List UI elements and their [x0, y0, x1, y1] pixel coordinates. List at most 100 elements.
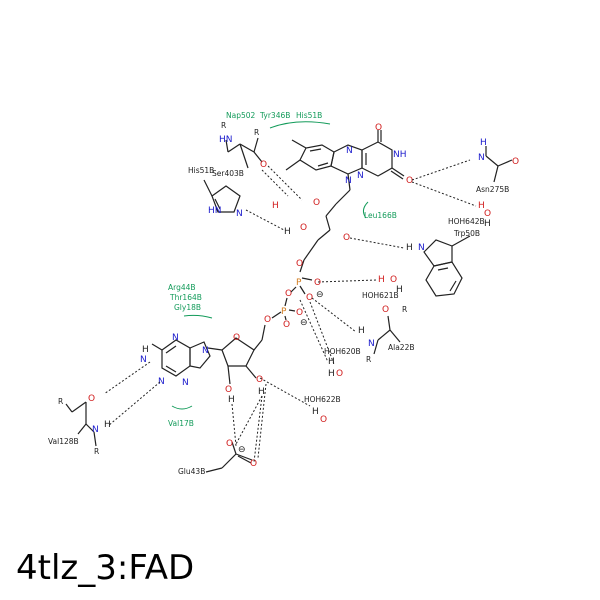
- atom-n9-adenine: N: [202, 346, 209, 356]
- atom-n10: N: [345, 176, 352, 186]
- water-asn-o2: O: [484, 209, 491, 219]
- label-gly18: Gly18B: [174, 303, 201, 312]
- water-asn-h: H: [484, 219, 491, 229]
- residue-ala22: [373, 315, 401, 355]
- label-glu43: Glu43B: [178, 467, 205, 476]
- his51-nh: HN: [208, 206, 222, 216]
- trp50-h: H: [406, 243, 413, 253]
- water-621-o: O: [390, 275, 397, 285]
- label-val128: Val128B: [48, 437, 79, 446]
- ser403-og: H: [272, 201, 279, 211]
- residue-his51-left: [203, 179, 241, 213]
- water-621-h: H: [378, 275, 385, 285]
- water-620-o: O: [336, 369, 343, 379]
- ribose-ring: [207, 337, 263, 385]
- atom-o4: O: [375, 123, 382, 133]
- atom-o2-ribityl: O: [313, 198, 320, 208]
- atom-o-p2b: O: [283, 320, 290, 330]
- ser403-r-right: R: [254, 128, 259, 137]
- val128-n: N: [92, 425, 99, 435]
- label-ser403: Ser403B: [212, 169, 244, 178]
- label-hoh642: HOH642B: [448, 217, 485, 226]
- atom-nh2-adenine: N: [140, 355, 147, 365]
- arc-arg44: [183, 314, 213, 319]
- atom-o5-ribityl: O: [296, 259, 303, 269]
- water-622-h: H: [312, 407, 319, 417]
- label-trp50: Trp50B: [453, 229, 480, 238]
- label-ala22: Ala22B: [388, 343, 415, 352]
- ser403-r-top: R: [221, 121, 226, 130]
- asn275-n: N: [478, 153, 485, 163]
- residue-trp50: [423, 235, 471, 297]
- atom-n7-adenine: N: [172, 333, 179, 343]
- label-arg44: Arg44B: [168, 283, 196, 292]
- residue-val128: [65, 401, 97, 447]
- phosphate-bonds: [261, 277, 313, 341]
- label-thr164: Thr164B: [169, 293, 202, 302]
- arc-leu166: [362, 201, 369, 219]
- atom-o-p1a: O: [314, 278, 321, 288]
- atom-h-o2: H: [228, 395, 235, 405]
- atom-n3-adenine: N: [182, 378, 189, 388]
- residue-glu43: [205, 441, 253, 473]
- asn275-o: O: [512, 157, 519, 167]
- atom-n5: N: [346, 146, 353, 156]
- glu43-o2: O: [250, 459, 257, 469]
- trp50-n: N: [418, 243, 425, 253]
- atom-p2: P: [281, 307, 287, 317]
- atom-n1: N: [357, 171, 364, 181]
- ala22-r: R: [402, 305, 407, 314]
- glu43-minus: ⊖: [238, 445, 246, 455]
- atom-o-p2a: O: [296, 308, 303, 318]
- label-his51-left: His51B: [188, 166, 214, 175]
- atom-o5-ribose: O: [264, 315, 271, 325]
- water-621-h2: H: [396, 285, 403, 295]
- atom-n3h: NH: [393, 150, 407, 160]
- ala22-r2: R: [366, 355, 371, 364]
- minus-p2: ⊖: [300, 318, 308, 328]
- atom-o4-ribose: O: [233, 333, 240, 343]
- ser403-nh: HN: [219, 135, 233, 145]
- atom-p1: P: [296, 278, 302, 288]
- label-hoh620: HOH620B: [324, 347, 361, 356]
- water-asn-o: H: [478, 201, 485, 211]
- label-hoh622: HOH622B: [304, 395, 341, 404]
- atom-o-p1b: O: [306, 293, 313, 303]
- val128-h: H: [104, 420, 111, 430]
- water-620-h: H: [328, 357, 335, 367]
- his51-ne: N: [236, 209, 243, 219]
- atom-o3-ribityl: O: [300, 223, 307, 233]
- adenine-ring: [151, 339, 211, 377]
- label-tyr346: Tyr346B: [259, 111, 290, 120]
- isoalloxazine-ring: [285, 130, 405, 191]
- label-leu166: Leu166B: [364, 211, 397, 220]
- minus-p1: ⊖: [316, 290, 324, 300]
- val128-o: O: [88, 394, 95, 404]
- atom-h-o3: H: [284, 227, 291, 237]
- water-622-o: O: [320, 415, 327, 425]
- atom-n1-adenine: N: [158, 377, 165, 387]
- ser403-o: O: [260, 160, 267, 170]
- atom-o2: O: [406, 176, 413, 186]
- label-asn275: Asn275B: [476, 185, 509, 194]
- atom-o2-ribose: O: [225, 385, 232, 395]
- ala22-n: N: [368, 339, 375, 349]
- atom-o3-ribose: O: [256, 375, 263, 385]
- arc-val17: [171, 405, 193, 410]
- glu43-o1: O: [226, 439, 233, 449]
- val128-r2: R: [94, 447, 99, 456]
- residue-ser403: [225, 137, 263, 169]
- hydrogen-bonds: [103, 159, 477, 463]
- ala22-o: O: [382, 305, 389, 315]
- residue-asn275: [485, 146, 513, 183]
- atom-h-o3: H: [258, 387, 265, 397]
- asn275-h: H: [480, 138, 487, 148]
- val128-r: R: [58, 397, 63, 406]
- ala22-h: H: [358, 326, 365, 336]
- arc-top: [269, 121, 331, 129]
- atom-o4-ribityl: O: [343, 233, 350, 243]
- ribityl-chain: [299, 189, 351, 273]
- label-nap502: Nap502: [226, 111, 256, 120]
- atom-h-nh2: H: [142, 345, 149, 355]
